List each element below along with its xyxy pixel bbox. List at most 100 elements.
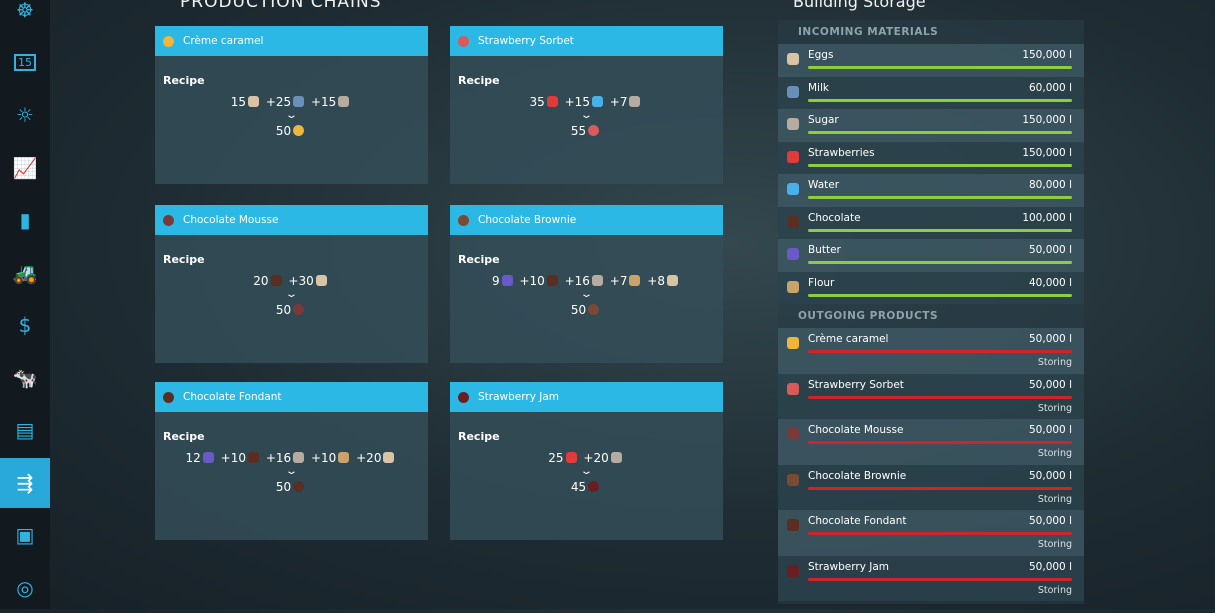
material-name: Chocolate Fondant bbox=[808, 515, 907, 527]
ingredient-icon bbox=[667, 275, 678, 286]
material-icon bbox=[787, 215, 799, 228]
chain-name: Chocolate Brownie bbox=[478, 214, 577, 226]
recipe-input-qty: 12 bbox=[185, 451, 201, 465]
recipe-inputs: 12 +10 +16 +10 +20 bbox=[155, 451, 428, 465]
product-icon bbox=[293, 125, 305, 136]
recipe-input-qty: +15 bbox=[310, 95, 337, 109]
material-amount: 50,000 l bbox=[1029, 424, 1072, 436]
production-chain-card[interactable]: Chocolate Brownie Recipe 9 +10 +16 +7 +8… bbox=[450, 205, 723, 363]
recipe-output: 50 bbox=[155, 480, 428, 494]
multiplayer-icon[interactable]: ◎ bbox=[16, 575, 34, 600]
ingredient-icon bbox=[591, 275, 603, 286]
recipe-inputs: 20 +30 bbox=[155, 274, 428, 288]
recipe-label: Recipe bbox=[163, 74, 205, 87]
production-chain-card[interactable]: Strawberry Jam Recipe 25 +20 ⌄ 45 bbox=[450, 382, 723, 540]
weather-icon[interactable]: ☼ bbox=[16, 103, 34, 127]
outgoing-product-row: Chocolate Mousse 50,000 l Storing bbox=[778, 419, 1084, 465]
statistics-icon[interactable]: ▮ bbox=[19, 208, 31, 232]
material-name: Butter bbox=[808, 244, 841, 256]
ingredient-icon bbox=[610, 452, 622, 463]
ingredient-icon bbox=[501, 275, 513, 286]
prices-icon[interactable]: 📈 bbox=[12, 155, 38, 180]
incoming-materials-header: INCOMING MATERIALS bbox=[798, 26, 939, 38]
incoming-material-row: Flour 40,000 l bbox=[778, 271, 1084, 304]
material-name: Water bbox=[808, 179, 840, 191]
material-amount: 50,000 l bbox=[1029, 378, 1072, 391]
building-storage-title: Building Storage bbox=[793, 0, 926, 11]
contracts-icon[interactable]: ▤ bbox=[15, 418, 35, 442]
recipe-label: Recipe bbox=[458, 74, 500, 87]
material-name: Flour bbox=[808, 276, 835, 289]
output-qty: 50 bbox=[275, 303, 292, 317]
ingredient-icon bbox=[565, 452, 577, 463]
material-icon bbox=[787, 280, 799, 293]
production-chain-card[interactable]: Chocolate Fondant Recipe 12 +10 +16 +10 … bbox=[155, 382, 428, 540]
ingredient-icon bbox=[338, 96, 350, 107]
production-icon[interactable]: ⇶ bbox=[0, 457, 50, 508]
recipe-input-qty: +16 bbox=[564, 274, 590, 288]
fill-level-bar bbox=[808, 293, 1072, 297]
incoming-material-row: Eggs 150,000 l bbox=[778, 44, 1084, 77]
recipe-label: Recipe bbox=[458, 430, 500, 443]
sidebar: ☸ 15 ☼ 📈 ▮ 🚜 $ 🐄 ▤ ⇶ ▣ ◎ bbox=[0, 0, 50, 609]
product-status: Storing bbox=[1037, 493, 1072, 505]
ingredient-icon bbox=[591, 96, 603, 107]
product-icon bbox=[588, 304, 600, 315]
material-amount: 150,000 l bbox=[1022, 114, 1072, 126]
recipe-label: Recipe bbox=[163, 253, 205, 266]
fill-level-bar bbox=[808, 350, 1072, 353]
recipe-input-qty: +25 bbox=[265, 95, 292, 109]
output-qty: 50 bbox=[570, 303, 587, 317]
ingredient-icon bbox=[338, 452, 350, 463]
ingredient-icon bbox=[546, 96, 558, 107]
vehicles-icon[interactable]: 🚜 bbox=[12, 260, 38, 285]
ingredient-icon bbox=[247, 452, 259, 463]
recipe-inputs: 35 +15 +7 bbox=[450, 95, 723, 109]
material-amount: 50,000 l bbox=[1029, 560, 1072, 573]
recipe-label: Recipe bbox=[163, 430, 205, 443]
ingredient-icon bbox=[293, 452, 305, 463]
material-name: Strawberry Jam bbox=[808, 560, 890, 573]
production-chain-card[interactable]: Chocolate Mousse Recipe 20 +30 ⌄ 50 bbox=[155, 205, 428, 363]
recipe-input-qty: +8 bbox=[647, 274, 665, 288]
material-amount: 60,000 l bbox=[1029, 81, 1072, 94]
material-name: Milk bbox=[808, 81, 829, 94]
product-status: Storing bbox=[1037, 584, 1072, 596]
material-name: Eggs bbox=[808, 49, 834, 61]
chevron-down-icon: ⌄ bbox=[579, 466, 594, 477]
recipe-input-qty: +16 bbox=[265, 451, 292, 465]
fill-level-bar bbox=[808, 261, 1072, 264]
fill-level-bar bbox=[808, 131, 1072, 134]
fill-level-bar bbox=[808, 577, 1072, 581]
chain-name: Crème caramel bbox=[183, 35, 264, 47]
fill-level-bar bbox=[808, 196, 1072, 199]
material-amount: 40,000 l bbox=[1029, 276, 1072, 289]
finances-icon[interactable]: $ bbox=[18, 313, 32, 337]
building-storage-panel: INCOMING MATERIALS Eggs 150,000 l Milk 6… bbox=[778, 20, 1084, 604]
material-amount: 50,000 l bbox=[1029, 515, 1072, 527]
product-icon bbox=[293, 481, 305, 492]
calendar-icon[interactable]: 15 bbox=[0, 38, 50, 88]
steering-wheel-icon[interactable]: ☸ bbox=[16, 0, 34, 22]
production-chain-card[interactable]: Crème caramel Recipe 15 +25 +15 ⌄ 50 bbox=[155, 26, 428, 184]
material-name: Sugar bbox=[808, 114, 839, 126]
material-amount: 100,000 l bbox=[1022, 211, 1072, 224]
recipe-output: 50 bbox=[155, 303, 428, 317]
material-icon bbox=[787, 473, 799, 486]
material-name: Chocolate Brownie bbox=[808, 469, 907, 482]
ingredient-icon bbox=[629, 275, 641, 286]
product-icon bbox=[163, 214, 174, 226]
production-chain-card[interactable]: Strawberry Sorbet Recipe 35 +15 +7 ⌄ 55 bbox=[450, 26, 723, 184]
animals-icon[interactable]: 🐄 bbox=[12, 365, 38, 390]
production-chains-title: PRODUCTION CHAINS bbox=[180, 0, 382, 12]
recipe-input-qty: +30 bbox=[288, 274, 314, 288]
recipe-inputs: 9 +10 +16 +7 +8 bbox=[450, 274, 723, 288]
recipe-input-qty: +7 bbox=[609, 95, 628, 109]
incoming-material-row: Strawberries 150,000 l bbox=[778, 141, 1084, 174]
tutorial-icon[interactable]: ▣ bbox=[15, 523, 35, 547]
ingredient-icon bbox=[315, 275, 327, 286]
ingredient-icon bbox=[270, 275, 282, 286]
fill-level-bar bbox=[808, 486, 1072, 490]
chain-name: Chocolate Fondant bbox=[183, 391, 282, 403]
material-amount: 50,000 l bbox=[1029, 469, 1072, 482]
